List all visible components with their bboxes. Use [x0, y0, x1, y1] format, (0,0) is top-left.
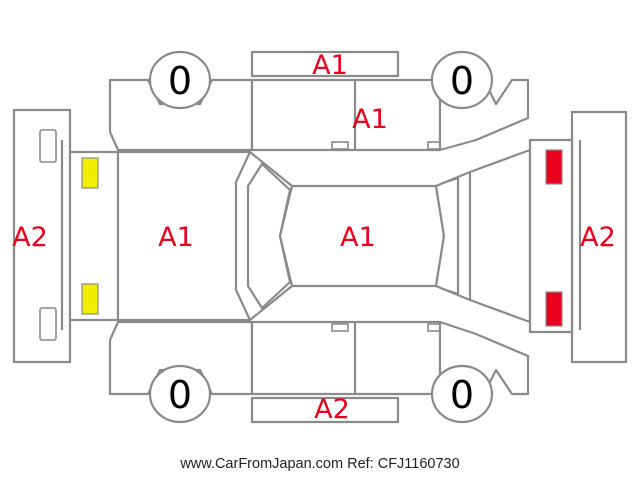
reference-footer: www.CarFromJapan.com Ref: CFJ1160730: [180, 456, 460, 472]
tire-rear-left: 0: [430, 50, 494, 110]
tire-rear-right: 0: [430, 364, 494, 424]
damage-code-front-bumper: A2: [12, 222, 48, 253]
damage-code-rear-bumper: A2: [580, 222, 616, 253]
damage-code-upper-side-door: A1: [352, 104, 388, 135]
damage-code-roof: A1: [340, 222, 376, 253]
front-bumper: [12, 108, 72, 364]
front-lamp-left: [81, 157, 99, 189]
right-side-view: [108, 320, 530, 424]
rear-lamp-right: [545, 291, 563, 327]
tire-rear-left-value: 0: [450, 59, 474, 103]
tire-front-right: 0: [148, 364, 212, 424]
damage-code-lower-side-sill: A2: [314, 394, 350, 425]
top-view-body: [68, 138, 574, 334]
tire-front-left-value: 0: [168, 59, 192, 103]
rear-bumper: [570, 110, 628, 364]
tire-front-left: 0: [148, 50, 212, 110]
tire-front-right-value: 0: [168, 373, 192, 417]
tire-rear-right-value: 0: [450, 373, 474, 417]
damage-code-hood: A1: [158, 222, 194, 253]
front-lamp-right: [81, 283, 99, 315]
damage-code-roof-top-edge: A1: [312, 50, 348, 81]
rear-lamp-left: [545, 149, 563, 185]
